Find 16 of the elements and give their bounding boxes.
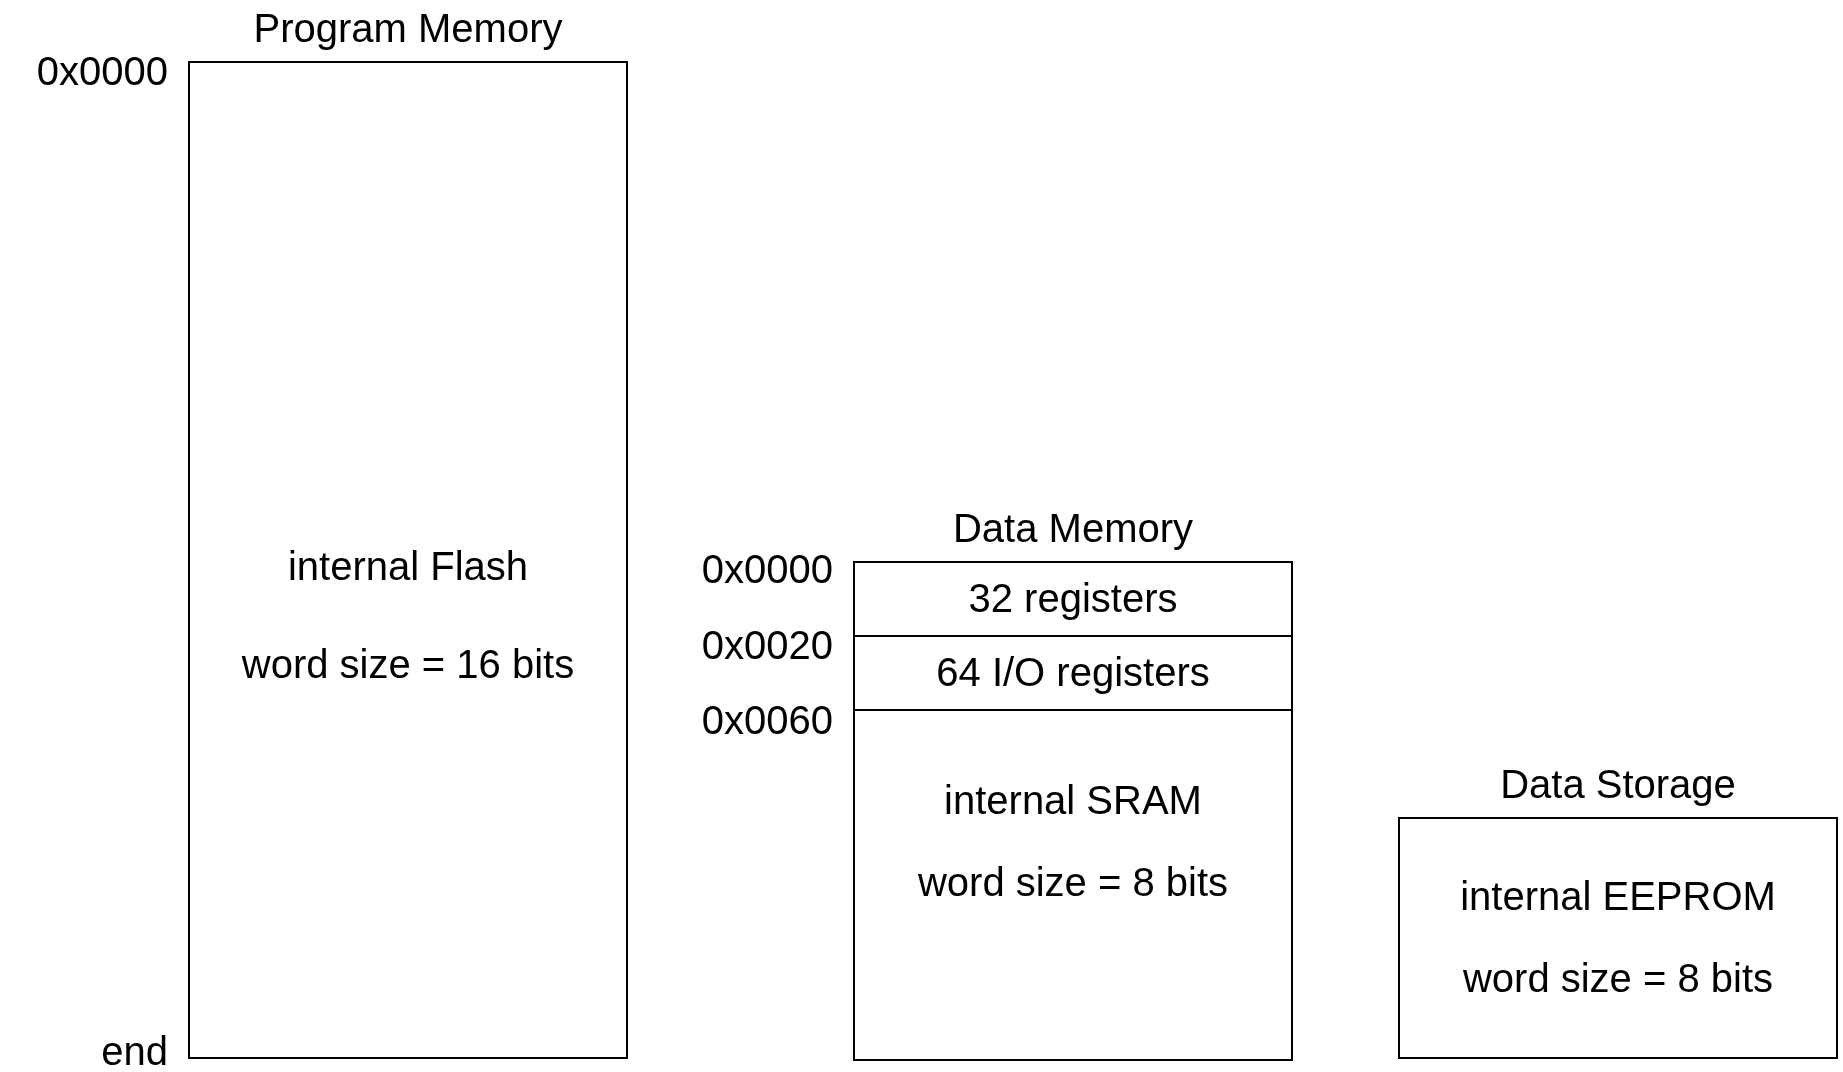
address-label: 0x0000 — [36, 48, 168, 94]
region-text: word size = 8 bits — [1461, 955, 1775, 1001]
section-heading: Data Storage — [1499, 761, 1737, 807]
region-text: word size = 16 bits — [240, 641, 576, 687]
region-text: word size = 8 bits — [916, 859, 1230, 905]
address-label: 0x0000 — [701, 546, 833, 592]
region-text: 32 registers — [967, 575, 1179, 621]
address-label: 0x0020 — [701, 622, 833, 668]
address-label: 0x0060 — [701, 697, 833, 743]
region-text: internal Flash — [286, 543, 530, 589]
region-text: internal SRAM — [943, 777, 1203, 823]
address-label: end — [101, 1028, 168, 1072]
region-text: 64 I/O registers — [935, 649, 1211, 695]
section-heading: Data Memory — [951, 505, 1195, 551]
region-text: internal EEPROM — [1459, 873, 1777, 919]
section-heading: Program Memory — [252, 5, 564, 51]
